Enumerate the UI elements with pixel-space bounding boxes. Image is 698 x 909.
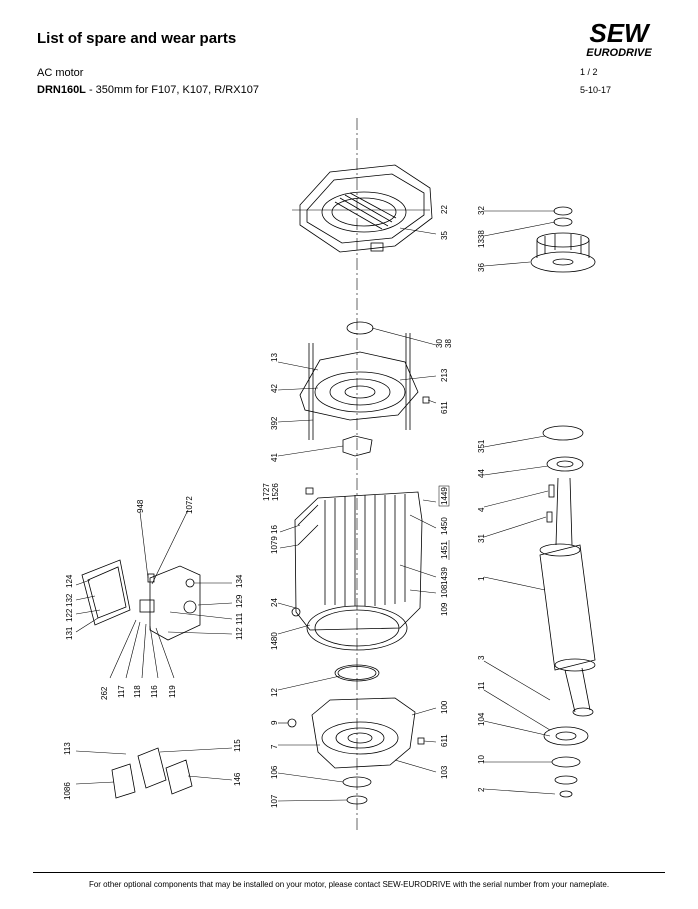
part-number-1079: 1079 [270,536,279,554]
part-number-104: 104 [477,712,486,726]
part-number-122: 122 [65,608,74,622]
rotor-drawing [539,425,596,717]
part-number-1449: 1449 [440,487,449,505]
footer-note: For other optional components that may b… [88,880,610,889]
de-endshield-drawing [287,697,425,805]
model-code: DRN160L [37,84,86,96]
part-number-1439: 1439 [440,567,449,585]
part-number-134: 134 [235,574,244,588]
part-number-129: 129 [235,594,244,608]
part-number-118: 118 [133,685,142,698]
logo-text-bottom: EURODRIVE [586,47,652,59]
part-number-11: 11 [477,681,486,690]
part-number-2: 2 [477,787,486,792]
part-number-3: 3 [477,655,486,660]
ne-endshield-drawing [299,321,430,457]
page-number: 1 / 2 [580,67,598,77]
part-number-1072: 1072 [185,496,194,514]
part-number-107: 107 [270,794,279,808]
model-line: DRN160L - 350mm for F107, K107, R/RX107 [37,84,259,96]
part-number-351: 351 [477,439,486,453]
part-number-113: 113 [63,742,72,755]
document-date: 5-10-17 [580,85,612,95]
part-number-24: 24 [270,598,279,607]
part-number-1451: 1451 [440,541,449,559]
fan-drawing [530,206,596,273]
part-number-100: 100 [440,700,449,714]
part-number-117: 117 [117,685,126,698]
part-number-1: 1 [477,576,486,581]
part-number-392: 392 [270,416,279,430]
part-number-262: 262 [100,686,109,700]
logo-text-top: SEW [589,18,651,48]
part-number-611-de: 611 [440,734,449,747]
part-number-213: 213 [440,368,449,382]
part-number-1338: 1338 [477,230,486,248]
part-number-36: 36 [477,263,486,272]
terminal-box-drawing [81,559,201,641]
part-number-32: 32 [477,206,486,215]
part-number-111: 111 [235,612,244,625]
part-number-1086: 1086 [63,782,72,800]
part-number-22: 22 [440,205,449,214]
part-number-1450: 1450 [440,517,449,535]
part-number-10: 10 [477,755,486,764]
sew-eurodrive-logo: SEW EURODRIVE [586,18,652,59]
part-number-112: 112 [235,627,244,640]
model-description: - 350mm for F107, K107, R/RX107 [85,84,259,96]
part-number-116: 116 [150,685,159,698]
part-number-16: 16 [270,525,279,534]
part-number-611-ne: 611 [440,401,449,414]
part-number-115: 115 [233,739,242,752]
part-number-7: 7 [270,744,279,749]
part-number-103: 103 [440,765,449,779]
part-number-38: 38 [444,339,453,348]
fan-guard-drawing [299,164,433,253]
part-number-119: 119 [168,685,177,698]
part-number-12: 12 [270,688,279,697]
part-number-109: 109 [440,602,449,616]
part-number-1727: 1727 [262,483,271,501]
part-number-131: 131 [65,626,74,640]
part-number-30: 30 [435,339,444,348]
document-title: List of spare and wear parts [37,30,237,47]
part-number-146: 146 [233,772,242,786]
part-number-31: 31 [477,534,486,543]
part-number-108: 108 [440,584,449,598]
part-number-44: 44 [477,469,486,478]
terminal-block-drawing [111,747,193,799]
part-number-124: 124 [65,574,74,588]
part-number-1526: 1526 [271,483,280,501]
part-number-4: 4 [477,507,486,512]
part-number-1480: 1480 [270,632,279,650]
document-subtitle: AC motor [37,67,84,79]
part-number-106: 106 [270,765,279,779]
part-number-13: 13 [270,353,279,362]
stator-housing-drawing [291,487,423,651]
part-number-132: 132 [65,593,74,607]
footer-divider [33,872,665,873]
bearing-drawing [543,726,589,746]
part-number-41: 41 [270,453,279,462]
part-number-35: 35 [440,231,449,240]
part-number-9: 9 [270,720,279,725]
part-number-42: 42 [270,384,279,393]
part-number-948: 948 [136,499,145,513]
